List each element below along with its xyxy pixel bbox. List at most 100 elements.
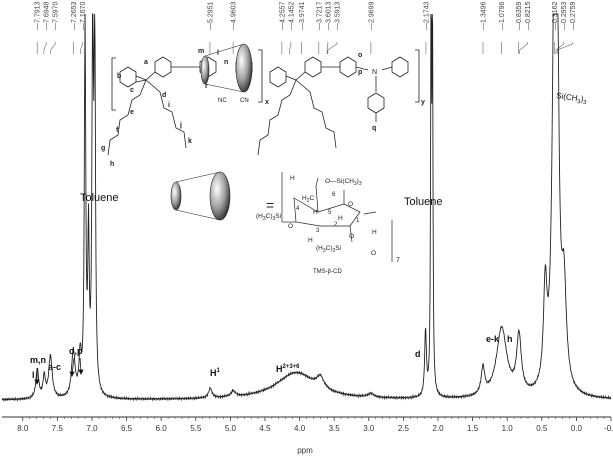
peak-label: —4.2557 <box>279 1 286 30</box>
svg-text:n: n <box>224 59 228 66</box>
annotation-h1: H1 <box>210 368 221 378</box>
peak-label: —2.1743 <box>423 1 430 30</box>
svg-text:H: H <box>308 237 313 244</box>
peak-label: —3.6013 <box>325 1 332 30</box>
annotation-a-c: a-c <box>48 362 61 372</box>
svg-text:H: H <box>372 229 377 236</box>
svg-text:H: H <box>338 215 343 222</box>
svg-text:5: 5 <box>328 210 332 216</box>
peak-label: —4.9603 <box>231 1 238 30</box>
svg-text:(H3C)3Si: (H3C)3Si <box>316 245 341 254</box>
peak-label: —3.9741 <box>299 1 306 30</box>
svg-text:H: H <box>313 209 318 216</box>
svg-text:3: 3 <box>316 228 320 234</box>
svg-text:h: h <box>110 161 114 168</box>
peak-label: —7.2653 <box>71 1 78 30</box>
svg-text:4: 4 <box>296 206 300 212</box>
svg-text:6: 6 <box>332 192 336 198</box>
x-tick-label: 6.0 <box>156 424 168 433</box>
x-tick-label: 7.0 <box>86 424 98 433</box>
svg-text:O: O <box>349 233 354 240</box>
x-tick-label: 2.5 <box>398 424 410 433</box>
svg-text:k: k <box>188 138 192 145</box>
peak-annotations: Toluene Toluene m,n l a-c o,p H1 H2+3+6 … <box>30 91 588 385</box>
svg-text:TMS-β-CD: TMS-β-CD <box>313 269 342 275</box>
peak-label: —0.8215 <box>525 1 532 30</box>
x-tick-label: 1.5 <box>467 424 479 433</box>
peak-label: —7.6948 <box>44 1 51 30</box>
svg-text:H2+3+6: H2+3+6 <box>276 364 300 374</box>
svg-text:q: q <box>372 125 376 132</box>
peak-connector <box>555 42 564 54</box>
annotation-e-k: e-k <box>486 334 500 344</box>
svg-text:2: 2 <box>334 222 338 228</box>
svg-text:H2C: H2C <box>302 195 314 204</box>
svg-text:m: m <box>198 48 204 55</box>
annotation-sime3: Si(CH3)3 <box>555 91 588 106</box>
x-tick-label: 0.0 <box>571 424 583 433</box>
x-tick-label: 4.0 <box>294 424 306 433</box>
x-tick-label: -0.5 <box>604 424 613 433</box>
peak-label: —0.2759 <box>570 1 577 30</box>
annotation-o-p: o,p <box>69 346 83 356</box>
svg-text:O: O <box>348 201 353 208</box>
svg-text:(H3C)3Si: (H3C)3Si <box>256 213 281 222</box>
x-tick-label: 3.0 <box>363 424 375 433</box>
svg-text:y: y <box>421 99 425 106</box>
peak-connector <box>289 42 292 54</box>
svg-text:i: i <box>168 102 170 109</box>
cyclodextrin-ring-icons <box>170 43 253 221</box>
svg-text:b: b <box>117 73 121 80</box>
peak-label: —7.5970 <box>53 1 60 30</box>
peak-label: —0.3162 <box>552 1 559 30</box>
svg-text:Si(CH3)3: Si(CH3)3 <box>555 91 588 106</box>
peak-label: —0.8359 <box>516 1 523 30</box>
svg-text:a: a <box>144 59 148 66</box>
annotation-toluene-right: Toluene <box>404 196 443 208</box>
svg-text:f: f <box>116 127 119 134</box>
x-tick-label: 8.0 <box>17 424 29 433</box>
peak-label: —1.0796 <box>499 1 506 30</box>
svg-text:7: 7 <box>396 257 400 264</box>
svg-text:=: = <box>266 197 274 213</box>
svg-text:j: j <box>179 122 182 129</box>
svg-text:H: H <box>290 175 295 182</box>
svg-text:CN: CN <box>240 98 249 104</box>
svg-text:N: N <box>372 69 377 76</box>
peak-pick-markers: —7.7913—7.6948—7.5970 —7.2653—7.1670 —5.29… <box>35 1 577 54</box>
peak-label: —3.7217 <box>316 1 323 30</box>
peak-label: —1.3496 <box>480 1 487 30</box>
spectrum-trace <box>1 13 612 402</box>
peak-label: —7.1670 <box>80 1 87 30</box>
x-tick-label: 1.0 <box>502 424 514 433</box>
peak-label: —5.2951 <box>207 1 214 30</box>
svg-text:p: p <box>358 69 362 76</box>
polymer-labels: a b c d e f g h i j k l m n r NC CN x o … <box>101 48 425 168</box>
svg-text:1: 1 <box>356 218 360 224</box>
x-tick-label: 3.5 <box>329 424 341 433</box>
svg-text:d: d <box>162 92 166 99</box>
x-tick-label: 6.5 <box>121 424 133 433</box>
annotation-m-n: m,n <box>30 355 46 365</box>
svg-text:l: l <box>217 50 219 57</box>
x-axis-label: ppm <box>297 446 313 455</box>
x-tick-label: 0.5 <box>536 424 548 433</box>
peak-connector <box>519 42 528 54</box>
svg-text:g: g <box>101 145 105 152</box>
svg-text:x: x <box>265 99 269 106</box>
peak-label: —7.7913 <box>35 1 42 30</box>
peak-label: —0.2953 <box>561 1 568 30</box>
polymer-structure <box>107 49 420 156</box>
peak-connector <box>50 42 56 54</box>
svg-text:O: O <box>371 250 376 257</box>
peak-connector <box>326 42 329 54</box>
svg-text:H1: H1 <box>210 368 221 378</box>
x-tick-label: 2.0 <box>432 424 444 433</box>
svg-text:O: O <box>288 223 293 230</box>
svg-text:O—Si(CH3)3: O—Si(CH3)3 <box>325 178 362 187</box>
x-tick-label: 4.5 <box>259 424 271 433</box>
annotation-h: h <box>507 334 513 344</box>
